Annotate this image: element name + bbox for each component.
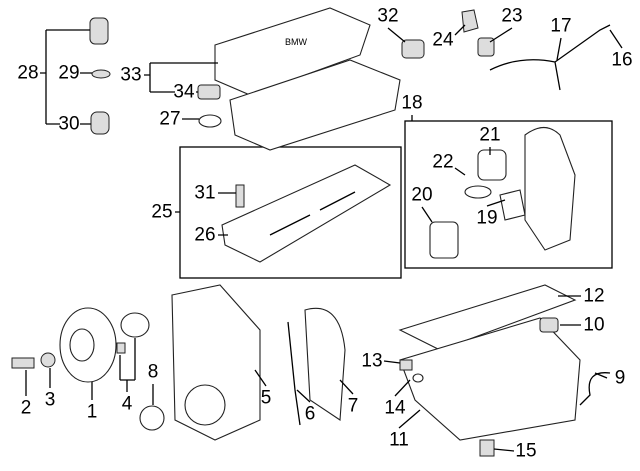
washer-14 [412,373,424,383]
sensor-9 [579,372,611,406]
cap-32 [401,39,425,59]
oil-filter-housing-group-box [404,120,613,269]
callout-17: 17 [550,16,571,37]
pulley [59,307,117,383]
valve-cover-gasket [221,164,392,263]
sensor-31 [235,184,245,208]
gasket-19 [499,189,526,221]
callout-15: 15 [515,441,536,462]
valve-cover [229,59,401,151]
callout-13: 13 [361,351,382,372]
callout-18: 18 [401,93,422,114]
callout-19: 19 [476,208,497,229]
oil-pan-gasket [398,284,577,351]
callout-11: 11 [389,430,409,451]
callout-3: 3 [45,390,56,411]
callout-16: 16 [611,50,632,71]
callout-10: 10 [583,315,604,336]
plug-13 [399,359,413,371]
oil-filter-element [429,221,459,259]
callout-9: 9 [615,368,626,389]
callout-25: 25 [151,202,172,223]
engine-cover: BMW [214,7,371,96]
washer-3 [40,352,56,368]
sensor-24 [461,9,479,33]
callout-24: 24 [432,30,454,51]
timing-cover [171,284,261,441]
leader-lines [25,24,623,452]
callout-21: 21 [479,125,500,146]
callout-27: 27 [159,109,180,130]
seal-8 [139,405,165,431]
bolt-2 [11,357,35,369]
washer [91,69,111,79]
callout-33: 33 [120,65,141,86]
callout-30: 30 [58,114,79,135]
callout-12: 12 [583,286,604,307]
callout-28: 28 [17,63,38,84]
callout-4: 4 [122,394,133,415]
callout-29: 29 [58,63,79,84]
grommet-bottom [90,111,110,135]
sensor-23 [477,37,495,57]
grommet-top [89,17,109,45]
callout-22: 22 [432,152,453,173]
oil-filter-cap [477,149,507,181]
gasket-7 [304,307,346,421]
hub-4 [116,312,150,354]
callout-8: 8 [148,362,159,383]
seal-34 [197,84,221,100]
callout-26: 26 [194,225,215,246]
oil-filter-housing [524,126,576,251]
callout-7: 7 [348,396,359,417]
gasket-6 [287,321,301,426]
callout-6: 6 [305,404,316,425]
callout-2: 2 [21,398,32,419]
callout-14: 14 [384,398,406,419]
sensor-10 [539,317,559,333]
callout-31: 31 [194,183,215,204]
dipstick-tube [489,24,611,91]
ring-27 [198,114,222,128]
callout-34: 34 [173,82,195,103]
callout-32: 32 [377,6,398,27]
callout-1: 1 [87,402,98,423]
callout-23: 23 [501,6,522,27]
callout-5: 5 [261,388,272,409]
sensor-15 [479,439,495,457]
o-ring-22 [464,185,492,199]
callout-20: 20 [411,185,432,206]
logo: BMW [285,37,308,47]
